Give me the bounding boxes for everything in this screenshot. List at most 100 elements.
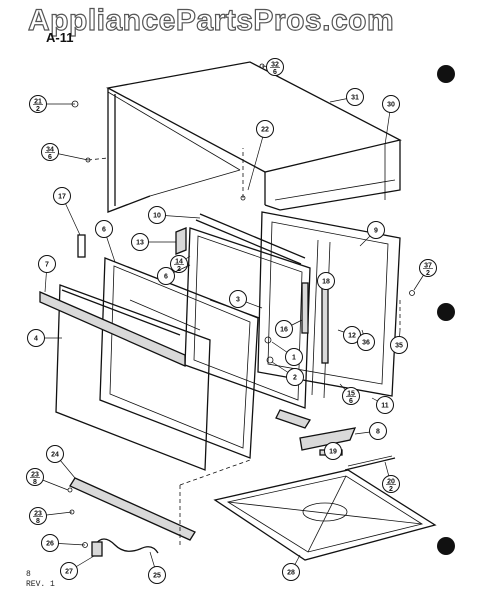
callout-number: 22 — [261, 127, 269, 134]
callout-number: 25 — [153, 573, 161, 580]
callout-15-6: 156 — [339, 383, 360, 405]
side-bracket-17 — [77, 234, 86, 258]
callout-circle — [275, 320, 293, 338]
callout-number: 36 — [362, 340, 370, 347]
callout-34-6: 346 — [41, 143, 89, 161]
callout-circle — [382, 95, 400, 113]
callout-number: 1 — [292, 355, 296, 362]
callout-quantity: 6 — [48, 154, 52, 161]
callout-circle — [256, 120, 274, 138]
callout-circle — [282, 563, 300, 581]
callout-circle — [41, 143, 59, 161]
bracket-13 — [175, 227, 187, 255]
callout-number: 13 — [136, 240, 144, 247]
callout-number: 37 — [424, 263, 432, 270]
callout-circle — [26, 468, 44, 486]
callout-number: 6 — [164, 274, 168, 281]
callout-number: 3 — [236, 297, 240, 304]
callout-quantity: 2 — [177, 266, 181, 273]
callout-37-2: 372 — [413, 259, 437, 291]
callout-circle — [157, 267, 175, 285]
base-pan — [213, 469, 437, 561]
callout-number: 30 — [387, 102, 395, 109]
callout-circle — [367, 221, 385, 239]
assembly-lines — [87, 148, 401, 545]
cabinet-wrapper — [106, 61, 402, 213]
callout-circle — [29, 95, 47, 113]
callout-8: 8 — [354, 422, 387, 440]
callout-circle — [38, 255, 56, 273]
callout-number: 28 — [287, 570, 295, 577]
callout-number: 20 — [387, 479, 395, 486]
callout-number: 35 — [395, 343, 403, 350]
callout-layer: 3263130212223461710961314267318372416123… — [26, 58, 437, 584]
callout-number: 34 — [46, 147, 54, 154]
callout-23-8: 238 — [26, 468, 69, 491]
callout-number: 7 — [45, 262, 49, 269]
page-number: 8 — [26, 570, 31, 579]
revision-label: REV. 1 — [26, 580, 55, 589]
callout-number: 27 — [65, 569, 73, 576]
callout-number: 4 — [34, 336, 38, 343]
callout-2: 2 — [271, 361, 304, 386]
callout-circle — [419, 259, 437, 277]
callout-circle — [357, 333, 375, 351]
callout-circle — [29, 507, 47, 525]
callout-circle — [27, 329, 45, 347]
callout-19: 19 — [324, 442, 343, 460]
callout-16: 16 — [275, 319, 303, 338]
rear-frame — [257, 211, 401, 399]
callout-21-2: 212 — [29, 95, 75, 113]
callout-24: 24 — [46, 445, 76, 479]
callout-number: 21 — [34, 99, 42, 106]
callout-30: 30 — [382, 95, 400, 146]
callout-number: 16 — [280, 327, 288, 334]
callout-circle — [229, 290, 247, 308]
callout-circle — [342, 387, 360, 405]
callout-number: 26 — [46, 541, 54, 548]
binder-hole-top — [437, 65, 455, 83]
callout-quantity: 8 — [36, 518, 40, 525]
callout-number: 18 — [322, 279, 330, 286]
front-panel — [39, 284, 211, 471]
callout-number: 15 — [347, 391, 355, 398]
callout-number: 8 — [376, 429, 380, 436]
callout-circle — [285, 348, 303, 366]
callout-6: 6 — [157, 264, 191, 285]
callout-18: 18 — [317, 272, 335, 291]
callout-number: 9 — [374, 228, 378, 235]
callout-number: 23 — [34, 511, 42, 518]
callout-number: 11 — [381, 403, 389, 410]
callout-circle — [148, 206, 166, 224]
callout-quantity: 2 — [36, 106, 40, 113]
watermark: AppliancePartsPros.com — [27, 3, 395, 37]
callout-circle — [131, 233, 149, 251]
small-hardware — [67, 63, 415, 557]
callout-25: 25 — [148, 551, 166, 584]
callout-circle — [317, 272, 335, 290]
callout-4: 4 — [27, 329, 62, 347]
callout-number: 19 — [329, 449, 337, 456]
callout-6: 6 — [95, 220, 116, 263]
callout-number: 6 — [102, 227, 106, 234]
callout-32-6: 326 — [261, 58, 284, 76]
callout-circle — [346, 88, 364, 106]
callout-circle — [60, 562, 78, 580]
callout-26: 26 — [41, 534, 86, 552]
binder-hole-bottom — [437, 537, 455, 555]
callout-12: 12 — [337, 326, 361, 344]
callout-1: 1 — [271, 341, 303, 366]
callout-36: 36 — [357, 329, 375, 351]
callout-circle — [266, 58, 284, 76]
callout-14-2: 142 — [170, 255, 191, 273]
callout-11: 11 — [371, 396, 394, 414]
callout-27: 27 — [60, 555, 95, 580]
callout-number: 12 — [348, 333, 356, 340]
callout-number: 32 — [271, 62, 279, 69]
callout-circle — [286, 368, 304, 386]
binder-hole-middle — [437, 303, 455, 321]
callout-10: 10 — [148, 206, 201, 224]
callout-quantity: 2 — [389, 486, 393, 493]
callout-number: 24 — [51, 452, 59, 459]
